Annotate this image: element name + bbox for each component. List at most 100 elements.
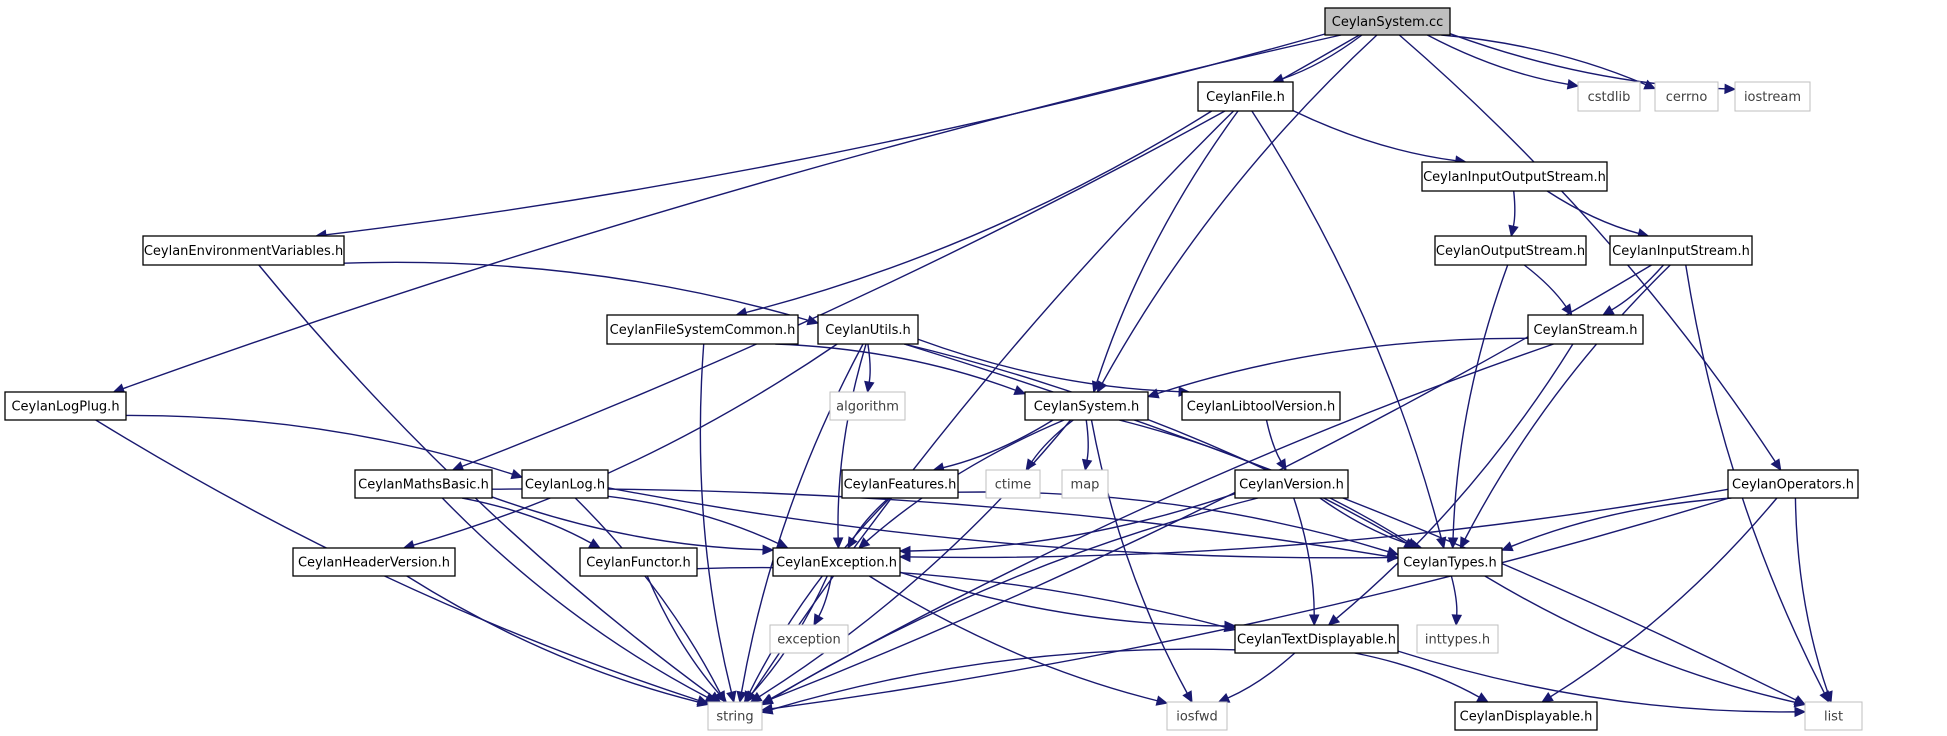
node-label-log: CeylanLog.h bbox=[525, 478, 605, 493]
arrowhead-version-to-string bbox=[760, 694, 774, 706]
node-is[interactable]: CeylanInputStream.h bbox=[1609, 235, 1753, 266]
node-algorithm: algorithm bbox=[829, 391, 906, 421]
node-exception[interactable]: CeylanException.h bbox=[772, 547, 901, 577]
node-box-iostream bbox=[1734, 81, 1811, 112]
edge-fsc-to-system bbox=[775, 343, 1016, 391]
node-system[interactable]: CeylanSystem.h bbox=[1024, 391, 1149, 421]
node-os[interactable]: CeylanOutputStream.h bbox=[1434, 235, 1587, 266]
edge-version-to-string bbox=[770, 497, 1259, 701]
node-box-features bbox=[841, 469, 959, 499]
edge-root-to-iostream bbox=[1449, 33, 1726, 90]
node-features[interactable]: CeylanFeatures.h bbox=[841, 469, 959, 499]
node-label-types: CeylanTypes.h bbox=[1403, 556, 1497, 571]
arrowhead-fsc-to-string bbox=[726, 690, 737, 704]
node-list: list bbox=[1804, 701, 1863, 731]
dependency-edges bbox=[95, 33, 1833, 718]
node-box-algorithm bbox=[829, 391, 906, 421]
node-box-stream bbox=[1527, 314, 1644, 345]
node-types[interactable]: CeylanTypes.h bbox=[1397, 547, 1503, 577]
node-label-iostream: iostream bbox=[1744, 90, 1801, 105]
edge-version-to-exception bbox=[909, 493, 1236, 552]
node-libtool[interactable]: CeylanLibtoolVersion.h bbox=[1181, 391, 1341, 421]
edge-root-to-envvars bbox=[325, 33, 1326, 236]
edge-maths-to-types bbox=[491, 488, 1389, 558]
edge-root-to-system bbox=[1101, 34, 1378, 384]
arrowhead-root-to-cstdlib bbox=[1566, 79, 1580, 90]
node-label-ctime: ctime bbox=[995, 478, 1032, 493]
edge-types-to-list bbox=[1484, 575, 1796, 704]
node-log[interactable]: CeylanLog.h bbox=[521, 469, 609, 499]
node-ios[interactable]: CeylanInputOutputStream.h bbox=[1421, 161, 1608, 192]
node-label-cstdlib: cstdlib bbox=[1588, 90, 1631, 105]
edge-system-to-map bbox=[1085, 419, 1089, 461]
node-label-exceptionstd: exception bbox=[777, 633, 841, 648]
node-label-operators: CeylanOperators.h bbox=[1732, 478, 1854, 493]
arrowhead-logplug-to-log bbox=[510, 469, 524, 480]
edge-file-to-types bbox=[1251, 110, 1442, 539]
arrowhead-exception-to-exceptionstd bbox=[813, 613, 824, 627]
node-label-root: CeylanSystem.cc bbox=[1332, 15, 1444, 30]
arrowhead-envvars-to-utils bbox=[806, 315, 820, 326]
node-textdisp[interactable]: CeylanTextDisplayable.h bbox=[1234, 624, 1399, 654]
node-box-is bbox=[1609, 235, 1753, 266]
arrowhead-utils-to-string bbox=[736, 690, 747, 704]
node-utils[interactable]: CeylanUtils.h bbox=[817, 314, 919, 345]
edge-operators-to-types bbox=[1511, 497, 1732, 548]
edge-operators-to-string bbox=[771, 497, 1730, 710]
node-label-list: list bbox=[1824, 710, 1843, 725]
node-label-algorithm: algorithm bbox=[836, 400, 899, 415]
node-label-version: CeylanVersion.h bbox=[1239, 478, 1344, 493]
edge-utils-to-libtool bbox=[917, 338, 1180, 393]
edge-operators-to-exception bbox=[909, 488, 1729, 559]
node-version[interactable]: CeylanVersion.h bbox=[1234, 469, 1349, 499]
node-box-file bbox=[1197, 81, 1294, 112]
edge-envvars-to-utils bbox=[343, 261, 809, 322]
node-box-string bbox=[707, 701, 763, 731]
node-box-operators bbox=[1727, 469, 1859, 499]
arrowhead-exception-to-textdisp bbox=[1224, 620, 1237, 632]
node-fsc[interactable]: CeylanFileSystemCommon.h bbox=[606, 314, 799, 345]
node-label-headerver: CeylanHeaderVersion.h bbox=[298, 556, 450, 571]
node-logplug[interactable]: CeylanLogPlug.h bbox=[4, 391, 127, 421]
arrowhead-operators-to-list bbox=[1822, 690, 1833, 704]
node-envvars[interactable]: CeylanEnvironmentVariables.h bbox=[142, 235, 345, 266]
edge-root-to-cstdlib bbox=[1427, 34, 1569, 86]
arrowhead-libtool-to-version bbox=[1276, 458, 1287, 472]
edge-os-to-types bbox=[1452, 264, 1509, 539]
node-root[interactable]: CeylanSystem.cc bbox=[1324, 7, 1451, 36]
arrowhead-headerver-to-string bbox=[696, 696, 710, 708]
node-functor[interactable]: CeylanFunctor.h bbox=[579, 547, 698, 577]
node-displayable[interactable]: CeylanDisplayable.h bbox=[1454, 701, 1598, 731]
node-operators[interactable]: CeylanOperators.h bbox=[1727, 469, 1859, 499]
node-file[interactable]: CeylanFile.h bbox=[1197, 81, 1294, 112]
arrowhead-system-to-iosfwd bbox=[1182, 690, 1193, 704]
edge-utils-to-algorithm bbox=[867, 343, 871, 383]
node-box-exception bbox=[772, 547, 901, 577]
arrowhead-is-to-stream bbox=[1601, 305, 1615, 316]
edge-is-to-stream bbox=[1611, 264, 1664, 311]
edge-root-to-logplug bbox=[122, 34, 1342, 390]
node-headerver[interactable]: CeylanHeaderVersion.h bbox=[292, 547, 456, 577]
edge-log-to-exception bbox=[607, 495, 780, 545]
arrowhead-operators-to-exception bbox=[898, 551, 911, 563]
node-maths[interactable]: CeylanMathsBasic.h bbox=[354, 469, 493, 499]
edge-log-to-string bbox=[574, 497, 721, 694]
node-label-fsc: CeylanFileSystemCommon.h bbox=[610, 323, 796, 338]
node-box-log bbox=[521, 469, 609, 499]
node-box-iosfwd bbox=[1166, 701, 1228, 731]
node-stream[interactable]: CeylanStream.h bbox=[1527, 314, 1644, 345]
edge-ios-to-is bbox=[1546, 190, 1639, 235]
arrowhead-exception-to-string bbox=[743, 690, 756, 703]
edge-utils-to-string bbox=[740, 343, 864, 693]
edge-textdisp-to-iosfwd bbox=[1227, 652, 1296, 699]
edge-file-to-system bbox=[1096, 110, 1239, 383]
edge-operators-to-displayable bbox=[1550, 497, 1778, 698]
edge-headerver-to-string bbox=[406, 575, 699, 703]
node-label-libtool: CeylanLibtoolVersion.h bbox=[1187, 400, 1335, 415]
edge-fsc-to-string bbox=[699, 343, 733, 693]
arrowhead-textdisp-to-list bbox=[1794, 706, 1807, 718]
arrowhead-system-to-ctime bbox=[1025, 458, 1037, 472]
node-label-displayable: CeylanDisplayable.h bbox=[1460, 710, 1593, 725]
node-box-functor bbox=[579, 547, 698, 577]
node-box-textdisp bbox=[1234, 624, 1399, 654]
